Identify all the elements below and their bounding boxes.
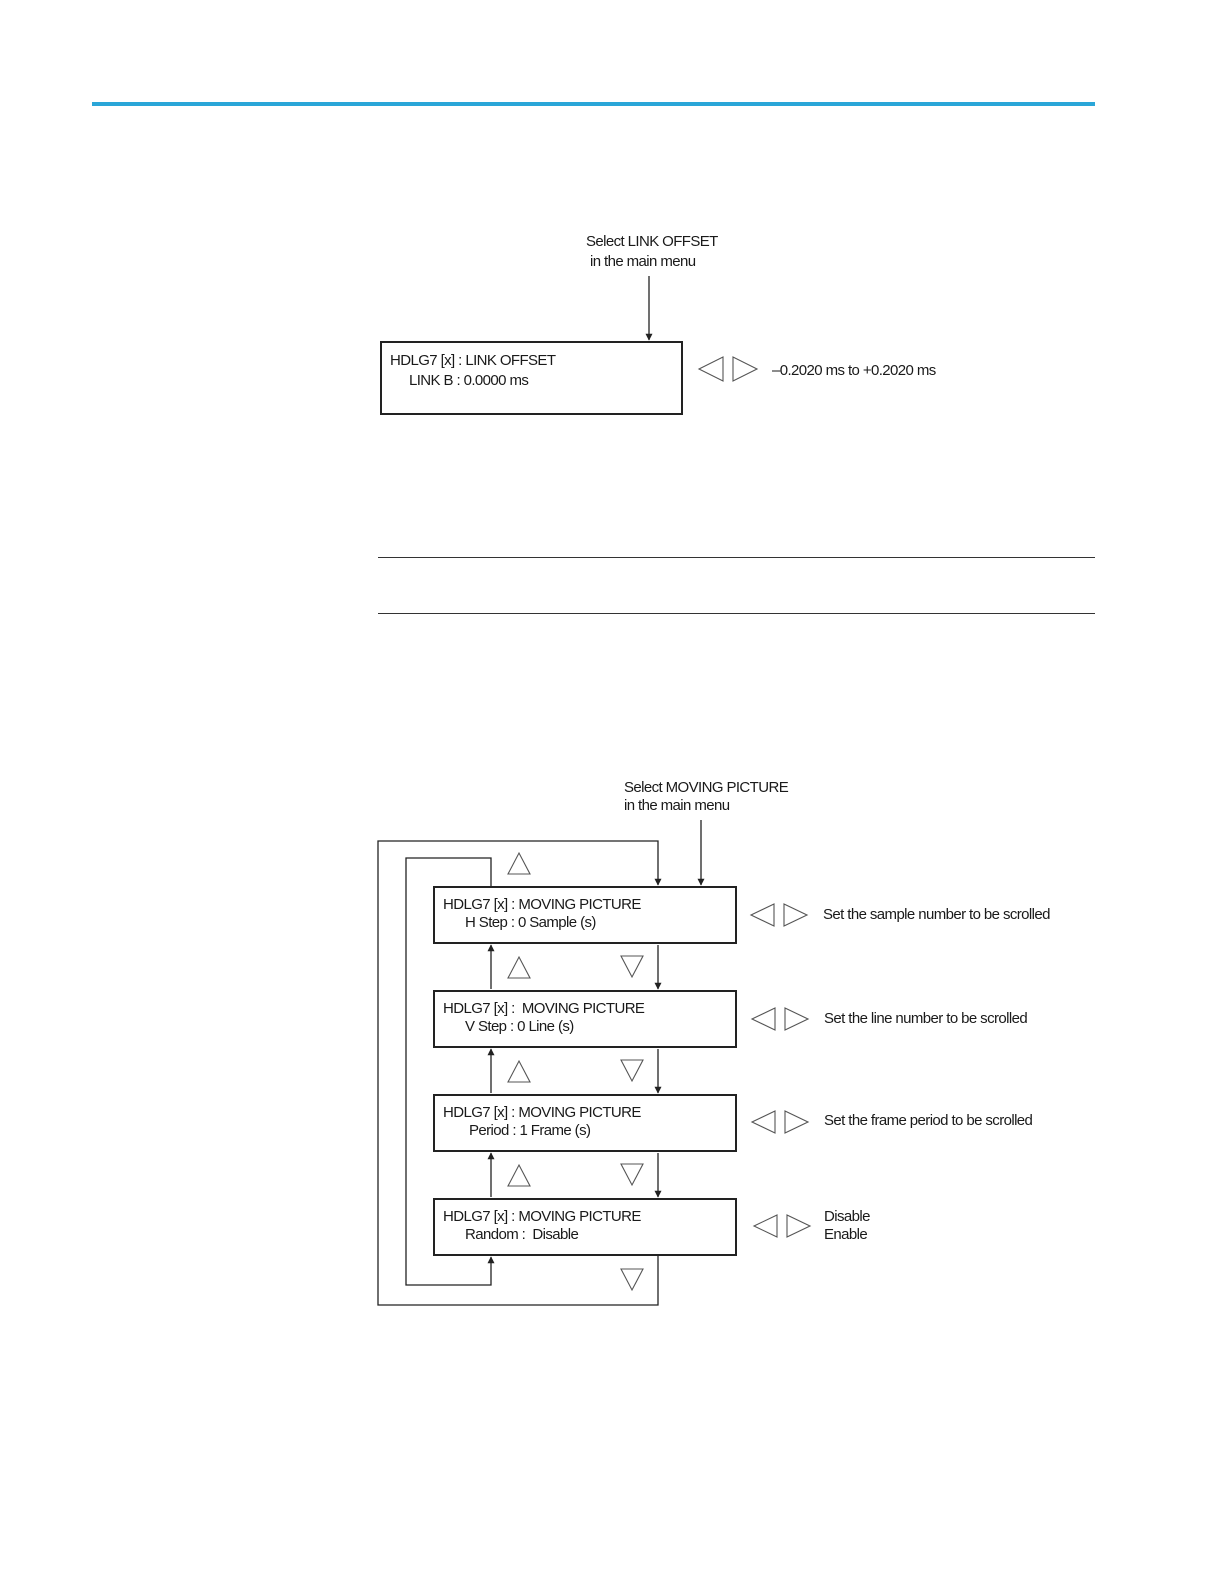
left-arrow-icon [752, 1214, 778, 1238]
link-offset-range: –0.2020 ms to +0.2020 ms [772, 362, 936, 379]
random-option-enable: Enable [824, 1226, 868, 1243]
wrap-down-loop [377, 840, 662, 1306]
left-arrow-icon [750, 1007, 776, 1031]
period-description: Set the frame period to be scrolled [824, 1112, 1033, 1129]
right-arrow-icon [732, 356, 759, 382]
up-arrow-icon [507, 1059, 531, 1083]
down-arrow-icon [620, 1268, 644, 1292]
down-arrow-icon [620, 1059, 644, 1083]
screen-title: HDLG7 [x] : MOVING PICTURE [443, 1000, 645, 1017]
right-arrow-icon [784, 1110, 810, 1134]
up-arrow-icon [507, 955, 531, 979]
note-rule-bottom [378, 613, 1095, 614]
header-rule [92, 102, 1095, 106]
left-arrow-icon [749, 903, 775, 927]
up-arrow-icon [507, 851, 531, 875]
moving-picture-screen-random: HDLG7 [x] : MOVING PICTURE Random : Disa… [433, 1198, 737, 1256]
link-offset-screen-title: HDLG7 [x] : LINK OFFSET [390, 352, 556, 369]
left-arrow-icon [750, 1110, 776, 1134]
right-arrow-icon [783, 903, 809, 927]
screen-value: V Step : 0 Line (s) [465, 1018, 574, 1035]
screen-value: Period : 1 Frame (s) [469, 1122, 591, 1139]
up-arrow-icon [507, 1163, 531, 1187]
link-offset-screen: HDLG7 [x] : LINK OFFSET LINK B : 0.0000 … [380, 341, 683, 415]
moving-picture-instruction-1: Select MOVING PICTURE [624, 779, 789, 796]
v-step-description: Set the line number to be scrolled [824, 1010, 1028, 1027]
down-arrow-icon [620, 1163, 644, 1187]
moving-picture-screen-h-step: HDLG7 [x] : MOVING PICTURE H Step : 0 Sa… [433, 886, 737, 944]
left-arrow-icon [697, 356, 724, 382]
right-arrow-icon [786, 1214, 812, 1238]
right-arrow-icon [784, 1007, 810, 1031]
screen-title: HDLG7 [x] : MOVING PICTURE [443, 1208, 641, 1225]
link-offset-instruction-1: Select LINK OFFSET [586, 233, 718, 250]
wrap-up-loop [405, 857, 495, 1286]
random-option-disable: Disable [824, 1208, 870, 1225]
moving-picture-screen-v-step: HDLG7 [x] : MOVING PICTURE V Step : 0 Li… [433, 990, 737, 1048]
link-offset-screen-value: LINK B : 0.0000 ms [409, 372, 529, 389]
screen-value: H Step : 0 Sample (s) [465, 914, 596, 931]
down-arrow-icon [620, 955, 644, 979]
link-offset-instruction-2: in the main menu [590, 253, 696, 270]
moving-picture-instruction-2: in the main menu [624, 797, 730, 814]
h-step-description: Set the sample number to be scrolled [823, 906, 1050, 923]
moving-picture-screen-period: HDLG7 [x] : MOVING PICTURE Period : 1 Fr… [433, 1094, 737, 1152]
screen-value: Random : Disable [465, 1226, 579, 1243]
screen-title: HDLG7 [x] : MOVING PICTURE [443, 896, 641, 913]
note-rule-top [378, 557, 1095, 558]
screen-title: HDLG7 [x] : MOVING PICTURE [443, 1104, 641, 1121]
